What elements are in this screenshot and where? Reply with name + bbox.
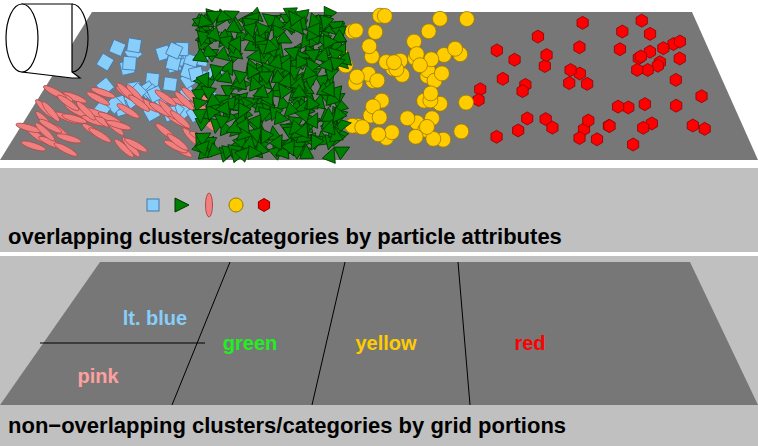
region-label: lt. blue (123, 307, 187, 330)
caption-text: non−overlapping clusters/categories by g… (8, 413, 566, 439)
grid-dividers (40, 262, 470, 405)
legend-band (0, 168, 758, 252)
region-label: pink (77, 365, 118, 388)
region-label: green (223, 332, 277, 355)
particles (15, 5, 710, 163)
grid-plane (0, 262, 758, 405)
caption-text: overlapping clusters/categories by parti… (8, 224, 562, 250)
region-label: yellow (355, 332, 416, 355)
caption-band: overlapping clusters/categories by parti… (0, 168, 758, 252)
particle-plane (0, 12, 758, 160)
region-label: red (514, 332, 545, 355)
grid-band (0, 256, 758, 446)
legend-symbols (147, 193, 270, 217)
feed-cylinder (6, 4, 88, 78)
